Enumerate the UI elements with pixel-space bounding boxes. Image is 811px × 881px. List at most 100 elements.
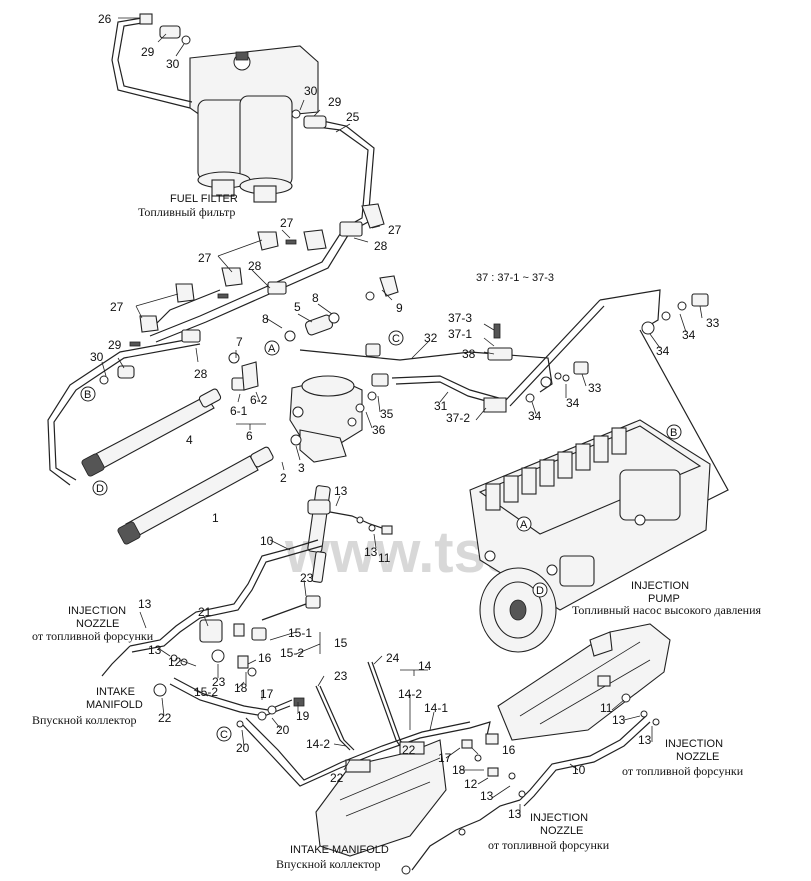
- intake-manifold-bottom: [315, 739, 447, 857]
- part-label: 1: [212, 511, 219, 525]
- part-label: 17: [438, 751, 452, 765]
- caption-nozzle-left-en1: INJECTION: [68, 605, 126, 617]
- caption-nozzle-right-ru: от топливной форсунки: [622, 764, 744, 778]
- caption-intake-bottom-ru: Впускной коллектор: [276, 857, 381, 871]
- connector-c: C: [388, 330, 404, 346]
- part-label: 28: [194, 367, 208, 381]
- part-label: 23: [300, 571, 314, 585]
- part-label: 20: [236, 741, 250, 755]
- part-label: 15-2: [194, 685, 218, 699]
- part-label: 7: [236, 335, 243, 349]
- part-label: 4: [186, 433, 193, 447]
- part-label: 2: [280, 471, 287, 485]
- part-label: 25: [346, 110, 360, 124]
- part-label: 22: [330, 771, 344, 785]
- part-label: 37-2: [446, 411, 470, 425]
- part-label: 30: [304, 84, 318, 98]
- part-label: 18: [234, 681, 248, 695]
- part-label: 13: [508, 807, 522, 821]
- part-label: 11: [600, 701, 613, 715]
- part-label: 30: [90, 350, 104, 364]
- part-label: 15-2: [280, 646, 304, 660]
- svg-text:C: C: [392, 333, 400, 345]
- part-label: 33: [588, 381, 602, 395]
- legend-note: 37 : 37-1 ~ 37-3: [476, 272, 554, 284]
- part-label: 12: [168, 655, 182, 669]
- part-label: 26: [98, 12, 112, 26]
- fuel-filter: [189, 45, 319, 203]
- part-label: 6-2: [250, 393, 268, 407]
- part-label: 29: [108, 338, 122, 352]
- part-label: 15-1: [288, 626, 312, 640]
- part-label: 13: [364, 545, 378, 559]
- caption-fuel-filter-ru: Топливный фильтр: [138, 205, 235, 219]
- part-label: 30: [166, 57, 180, 71]
- connector-b: B: [80, 386, 96, 402]
- pump-gear-flange: [479, 567, 557, 653]
- caption-intake-left-en1: INTAKE: [96, 686, 135, 698]
- part-label: 22: [158, 711, 172, 725]
- caption-nozzle-right-en2: NOZZLE: [676, 751, 719, 763]
- part-label: 12: [464, 777, 478, 791]
- caption-injection-pump-en1: INJECTION: [631, 580, 689, 592]
- part-label: 13: [612, 713, 626, 727]
- part-label: 10: [260, 534, 274, 548]
- caption-nozzle-left-en2: NOZZLE: [76, 618, 119, 630]
- injection-pump: [469, 419, 711, 611]
- connector-d-pump: D: [532, 582, 548, 598]
- part-label: 19: [296, 709, 310, 723]
- part-label: 6-1: [230, 404, 248, 418]
- svg-text:B: B: [84, 389, 91, 401]
- part-label: 37-1: [448, 327, 472, 341]
- part-label: 35: [380, 407, 394, 421]
- svg-text:A: A: [520, 519, 528, 531]
- part-label: 8: [312, 291, 319, 305]
- part-label: 29: [141, 45, 155, 59]
- part-label: 20: [276, 723, 290, 737]
- caption-nozzle-left-ru: от топливной форсунки: [32, 629, 154, 643]
- part-label: 36: [372, 423, 386, 437]
- part-label: 37-3: [448, 311, 472, 325]
- part-label: 21: [198, 605, 212, 619]
- fuel-hose-4: [81, 388, 222, 477]
- connector-c-lower: C: [216, 726, 232, 742]
- part-label: 27: [388, 223, 402, 237]
- part-label: 5: [294, 300, 301, 314]
- part-label: 34: [656, 344, 670, 358]
- caption-injection-pump-en2: PUMP: [648, 593, 680, 605]
- part-label: 24: [386, 651, 400, 665]
- fuel-hose-1: [117, 446, 274, 545]
- part-label: 28: [374, 239, 388, 253]
- part-label: 13: [148, 643, 162, 657]
- connector-a: A: [264, 340, 280, 356]
- caption-nozzle-right-en1: INJECTION: [665, 738, 723, 750]
- svg-text:C: C: [220, 729, 228, 741]
- part-label: 13: [334, 484, 348, 498]
- part-label: 27: [198, 251, 212, 265]
- caption-intake-bottom-en: INTAKE MANIFOLD: [290, 844, 389, 856]
- part-label: 6: [246, 429, 253, 443]
- part-number-labels: 26 29 30 30 29 25 27 28 27 27 28 27 30 2…: [90, 12, 720, 821]
- part-label: 13: [638, 733, 652, 747]
- part-label: 22: [402, 743, 416, 757]
- part-label: 14-2: [398, 687, 422, 701]
- connector-d: D: [92, 480, 108, 496]
- svg-text:D: D: [536, 585, 544, 597]
- part-label: 17: [260, 687, 274, 701]
- part-label: 9: [396, 301, 403, 315]
- part-label: 16: [502, 743, 516, 757]
- caption-nozzle-bottom-en1: INJECTION: [530, 812, 588, 824]
- injection-nozzle-center: [307, 485, 331, 583]
- part-label: 3: [298, 461, 305, 475]
- part-label: 18: [452, 763, 466, 777]
- part-label: 27: [280, 216, 294, 230]
- part-label: 16: [258, 651, 272, 665]
- part-label: 14-2: [306, 737, 330, 751]
- svg-text:B: B: [670, 427, 677, 439]
- connector-a-pump: A: [516, 516, 532, 532]
- part-label: 32: [424, 331, 438, 345]
- caption-intake-left-en2: MANIFOLD: [86, 699, 143, 711]
- part-label: 14-1: [424, 701, 448, 715]
- part-label: 33: [706, 316, 720, 330]
